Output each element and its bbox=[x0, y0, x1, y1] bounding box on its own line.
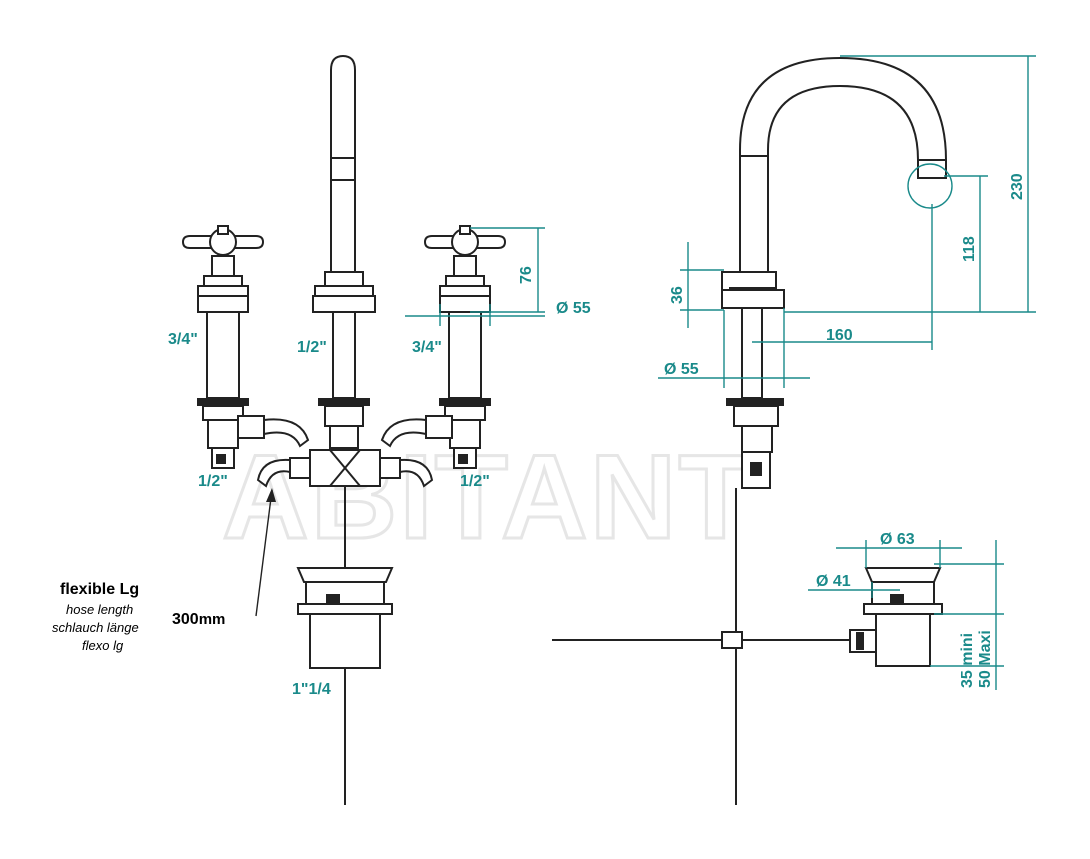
base-diameter-label: Ø 55 bbox=[664, 361, 699, 378]
total-height-label: 230 bbox=[1009, 173, 1026, 200]
left-valve-size: 3/4" bbox=[168, 331, 198, 348]
gooseneck-spout bbox=[739, 56, 948, 273]
right-valve-size: 3/4" bbox=[412, 339, 442, 356]
spout-size: 1/2" bbox=[297, 339, 327, 356]
hose-note-fr: flexo lg bbox=[82, 638, 124, 653]
hose-note-en: hose length bbox=[66, 602, 133, 617]
hose-length: 300mm bbox=[172, 611, 225, 628]
hose-note-de: schlauch länge bbox=[52, 620, 139, 635]
right-outlet-size: 1/2" bbox=[460, 473, 490, 490]
base-height-label: 36 bbox=[669, 286, 686, 304]
side-dimensions bbox=[658, 55, 1036, 690]
watermark: ABITANT bbox=[222, 430, 754, 564]
thickness-min-label: 35 mini bbox=[959, 633, 976, 688]
hose-length-value: 300 bbox=[172, 611, 199, 628]
front-drain bbox=[296, 567, 394, 669]
side-drain bbox=[849, 567, 943, 667]
side-view: 230 118 36 160 Ø 55 Ø 63 Ø 41 35 mini 50… bbox=[552, 55, 1036, 805]
flange-diameter-label: Ø 55 bbox=[556, 300, 591, 317]
thickness-max-label: 50 Maxi bbox=[977, 630, 994, 688]
hose-pointer bbox=[255, 489, 273, 617]
front-view: 3/4" 1/2" 3/4" 1/2" 1/2" 1"1/4 76 Ø 55 bbox=[168, 54, 591, 805]
left-valve bbox=[181, 225, 310, 469]
hose-note: flexible Lg hose length schlauch länge f… bbox=[52, 581, 225, 653]
mixing-tee bbox=[256, 449, 434, 805]
drain-plug-diameter-label: Ø 41 bbox=[816, 573, 851, 590]
handle-height-label: 76 bbox=[518, 266, 535, 284]
left-outlet-size: 1/2" bbox=[198, 473, 228, 490]
hose-note-title: flexible Lg bbox=[60, 581, 139, 598]
outlet-height-label: 118 bbox=[961, 236, 978, 262]
drain-size: 1"1/4 bbox=[292, 681, 331, 698]
hose-length-unit: mm bbox=[199, 611, 226, 628]
center-spout bbox=[312, 54, 376, 449]
drain-top-diameter-label: Ø 63 bbox=[880, 531, 915, 548]
reach-label: 160 bbox=[826, 327, 853, 344]
front-dimensions bbox=[405, 227, 545, 326]
